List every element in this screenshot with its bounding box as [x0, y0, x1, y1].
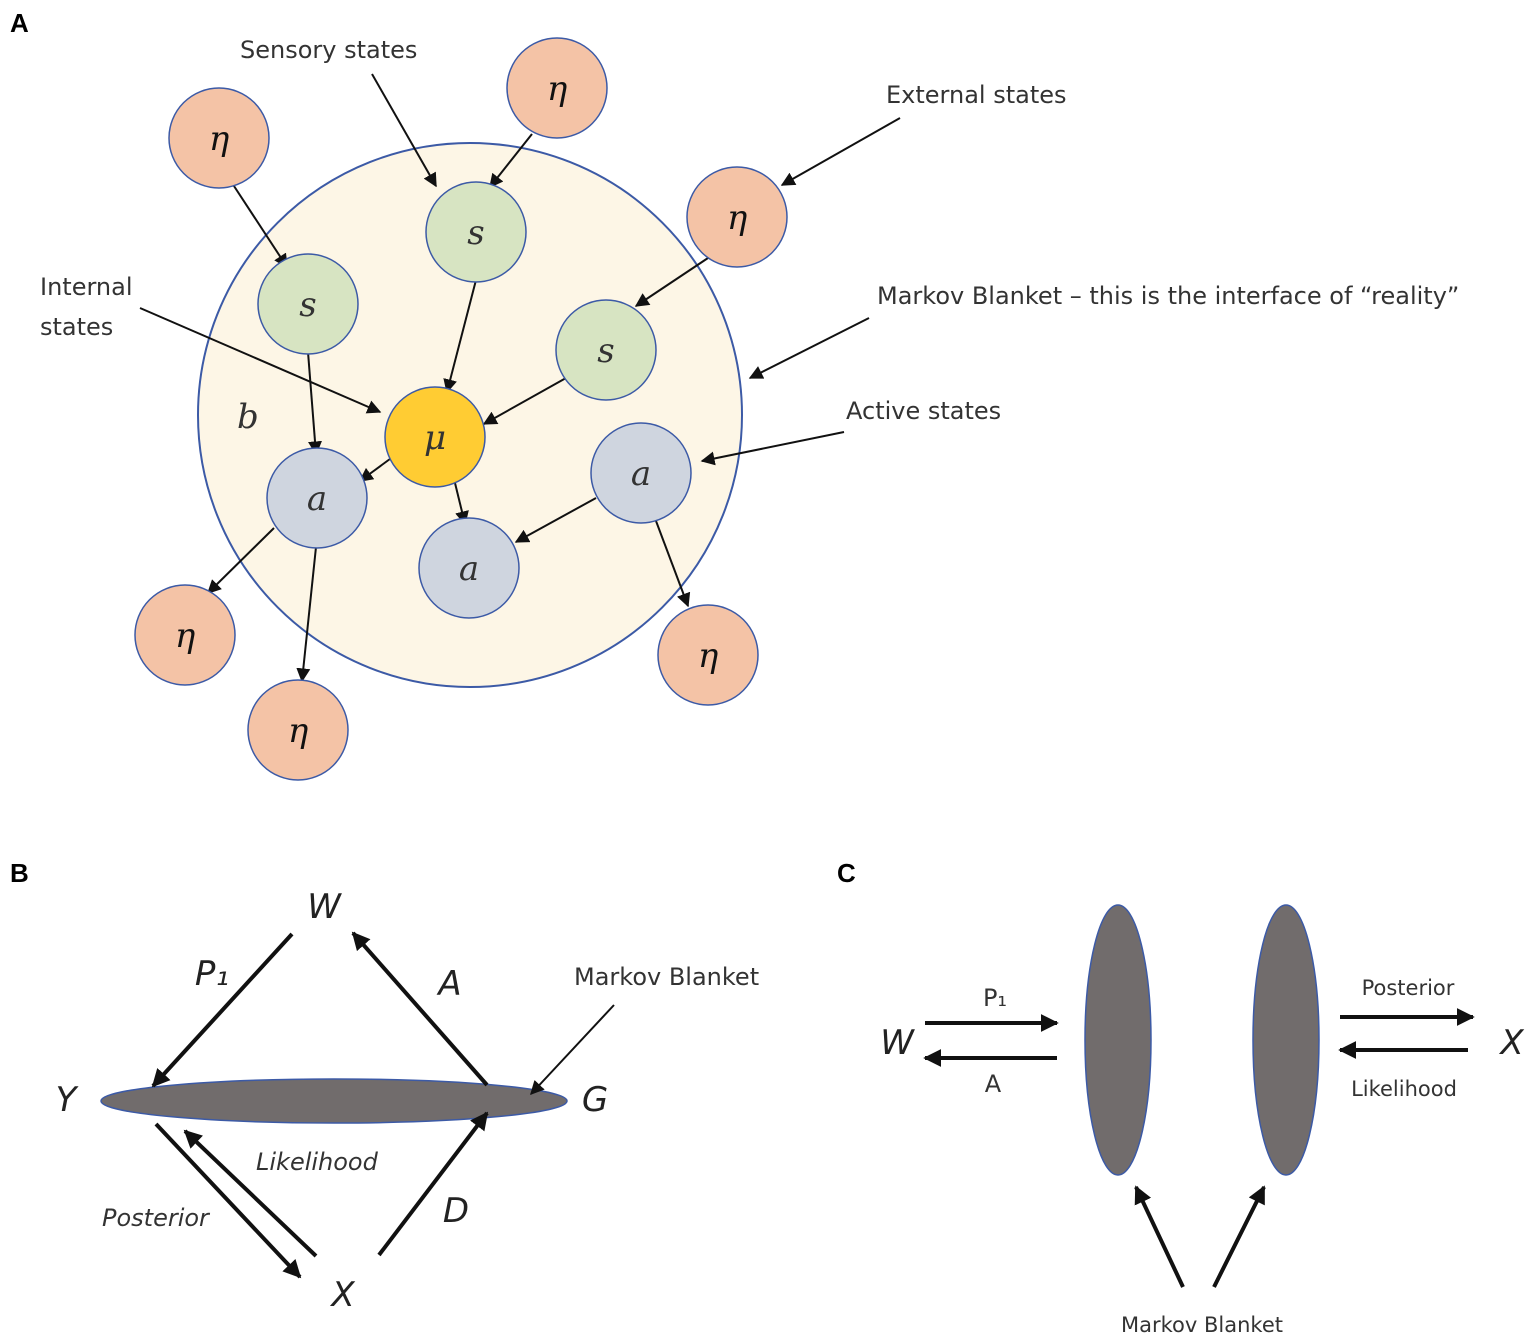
- external-label-arrow: [780, 117, 901, 186]
- active-node-symbol: a: [307, 479, 327, 519]
- external-node-symbol: η: [288, 711, 309, 751]
- panel-c-label-p1: P₁: [983, 984, 1007, 1012]
- active-node: a: [266, 447, 368, 549]
- edge-s-top-to-mu: [443, 279, 477, 394]
- sensory-node-symbol: s: [299, 285, 316, 325]
- edge-c-blanket-arrow-left: [1134, 1185, 1185, 1288]
- external-node: η: [247, 679, 349, 781]
- internal-states-label-line1: Internal: [40, 273, 133, 301]
- active-node: a: [590, 422, 692, 524]
- panel-b-edges: [151, 931, 615, 1279]
- panel-c-label-likelihood: Likelihood: [1351, 1077, 1457, 1101]
- external-node: η: [657, 604, 759, 706]
- node-g: G: [582, 1080, 608, 1120]
- edge-d-x-to-g: [377, 1111, 489, 1257]
- panel-c-edges: [923, 1008, 1475, 1288]
- external-node-symbol: η: [727, 198, 748, 238]
- sensory-label-arrow: [371, 73, 437, 188]
- edge-mu-to-a-left: [358, 455, 395, 482]
- edge-mu-to-a-bottom: [454, 482, 469, 526]
- edge-label-likelihood: Likelihood: [256, 1148, 379, 1176]
- external-node-symbol: η: [547, 69, 568, 109]
- active-states-label: Active states: [846, 397, 1001, 425]
- panel-a-letter: A: [10, 8, 29, 38]
- edge-a-right-to-eta-br: [655, 520, 691, 608]
- edge-posterior-y-to-x: [154, 1122, 302, 1279]
- edge-likelihood-x-to-y: [183, 1129, 318, 1258]
- external-node: η: [686, 166, 788, 268]
- panel-b-blanket-label: Markov Blanket: [574, 963, 759, 991]
- sensory-node-symbol: s: [597, 331, 614, 371]
- markov-blanket-label: Markov Blanket – this is the interface o…: [877, 282, 1459, 310]
- edge-p1-w-to-y: [151, 932, 294, 1088]
- panel-b-letter: B: [10, 858, 29, 888]
- external-node: η: [168, 87, 270, 189]
- panel-c-blanket-label: Markov Blanket: [1121, 1313, 1283, 1337]
- edge-label-p1: P₁: [195, 954, 229, 994]
- active-state-nodes: a a a: [266, 422, 692, 619]
- edge-s-left-to-a: [307, 351, 322, 456]
- panel-c-node-w: W: [880, 1023, 915, 1063]
- blanket-label-arrow: [748, 317, 870, 379]
- panel-c-label-posterior: Posterior: [1362, 976, 1455, 1000]
- sensory-node: s: [257, 253, 359, 355]
- node-y: Y: [56, 1080, 79, 1120]
- external-states-label: External states: [886, 81, 1067, 109]
- panel-c-label-a: A: [985, 1070, 1002, 1098]
- edge-label-d: D: [443, 1191, 469, 1231]
- internal-node-symbol: μ: [424, 418, 446, 458]
- sensory-states-label: Sensory states: [240, 36, 417, 64]
- edge-label-posterior: Posterior: [102, 1204, 211, 1232]
- external-state-nodes: η η η η η η: [134, 37, 788, 781]
- edge-a-left-to-eta-b: [296, 546, 317, 683]
- sensory-node-symbol: s: [467, 213, 484, 253]
- sensory-node: s: [425, 181, 527, 283]
- external-node: η: [506, 37, 608, 139]
- node-w: W: [307, 887, 342, 927]
- edge-label-a: A: [436, 964, 461, 1004]
- edge-a-right-to-a-bottom: [514, 497, 597, 543]
- panel-c-letter: C: [837, 858, 856, 888]
- node-x: X: [329, 1275, 355, 1315]
- active-label-arrow: [700, 431, 845, 466]
- panel-c-blanket-right: [1252, 904, 1320, 1176]
- panel-a-label-arrows: [139, 73, 901, 466]
- internal-states-label-line2: states: [40, 313, 113, 341]
- edge-eta-to-s-right: [634, 255, 712, 307]
- edge-s-right-to-mu: [482, 377, 567, 425]
- edge-a-left-to-eta-bl: [207, 527, 275, 594]
- sensory-state-nodes: s s s: [257, 181, 657, 401]
- external-node-symbol: η: [175, 616, 196, 656]
- edge-eta-to-s-left: [231, 182, 288, 269]
- panel-a-edges: [207, 133, 712, 683]
- panel-c-node-x: X: [1498, 1023, 1524, 1063]
- sensory-node: s: [555, 299, 657, 401]
- active-node: a: [418, 517, 520, 619]
- panel-b-markov-blanket: [100, 1078, 568, 1124]
- panel-b-blanket-label-arrow: [530, 1004, 615, 1096]
- external-node-symbol: η: [209, 119, 230, 159]
- external-node: η: [134, 584, 236, 686]
- external-node-symbol: η: [698, 636, 719, 676]
- active-node-symbol: a: [459, 549, 479, 589]
- internal-state-node: μ: [384, 386, 486, 488]
- active-node-symbol: a: [631, 454, 651, 494]
- panel-c-blanket-left: [1084, 904, 1152, 1176]
- edge-a-g-to-w: [351, 931, 489, 1087]
- blanket-symbol-b: b: [237, 397, 259, 437]
- edge-eta-to-s-top: [489, 133, 533, 189]
- edge-c-blanket-arrow-right: [1212, 1185, 1266, 1288]
- internal-label-arrow: [139, 307, 382, 414]
